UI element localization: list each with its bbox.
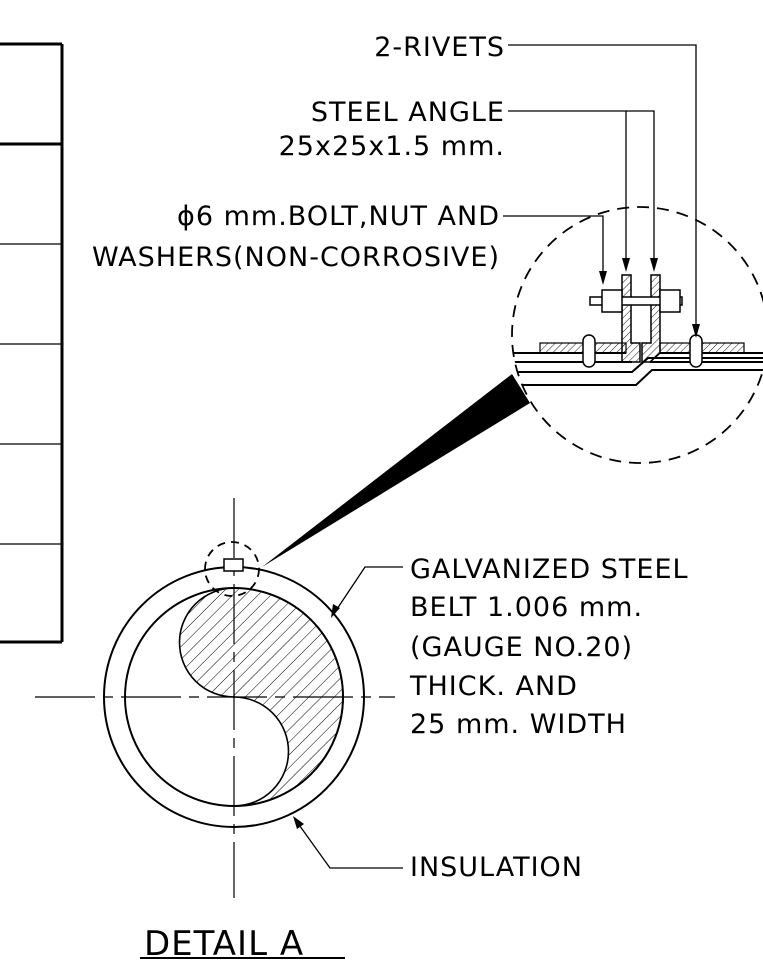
steel-angle-size-label: 25x25x1.5 mm. [279,131,505,162]
leader-lines [293,44,700,869]
callout-wedge [262,374,530,567]
belt-label-line4: THICK. AND [409,671,578,702]
left-table-frame [0,42,64,644]
belt-label-line2: BELT 1.006 mm. [410,592,643,623]
insulation-label: INSULATION [410,852,583,883]
belt-label-line5: 25 mm. WIDTH [410,709,627,740]
steel-angle-label: STEEL ANGLE [311,97,505,128]
belt-label-line3: (GAUGE NO.20) [410,632,633,663]
pipe-section [35,498,395,898]
detail-title: DETAIL A [144,924,304,961]
rivets-label: 2-RIVETS [374,32,505,63]
zoomed-joint-detail [512,274,763,386]
bolt-label-line1: ϕ6 mm.BOLT,NUT AND [177,201,500,232]
detail-zoom-circle [511,206,763,464]
bolt-label-line2: WASHERS(NON-CORROSIVE) [92,242,500,273]
belt-label-line1: GALVANIZED STEEL [410,554,689,585]
